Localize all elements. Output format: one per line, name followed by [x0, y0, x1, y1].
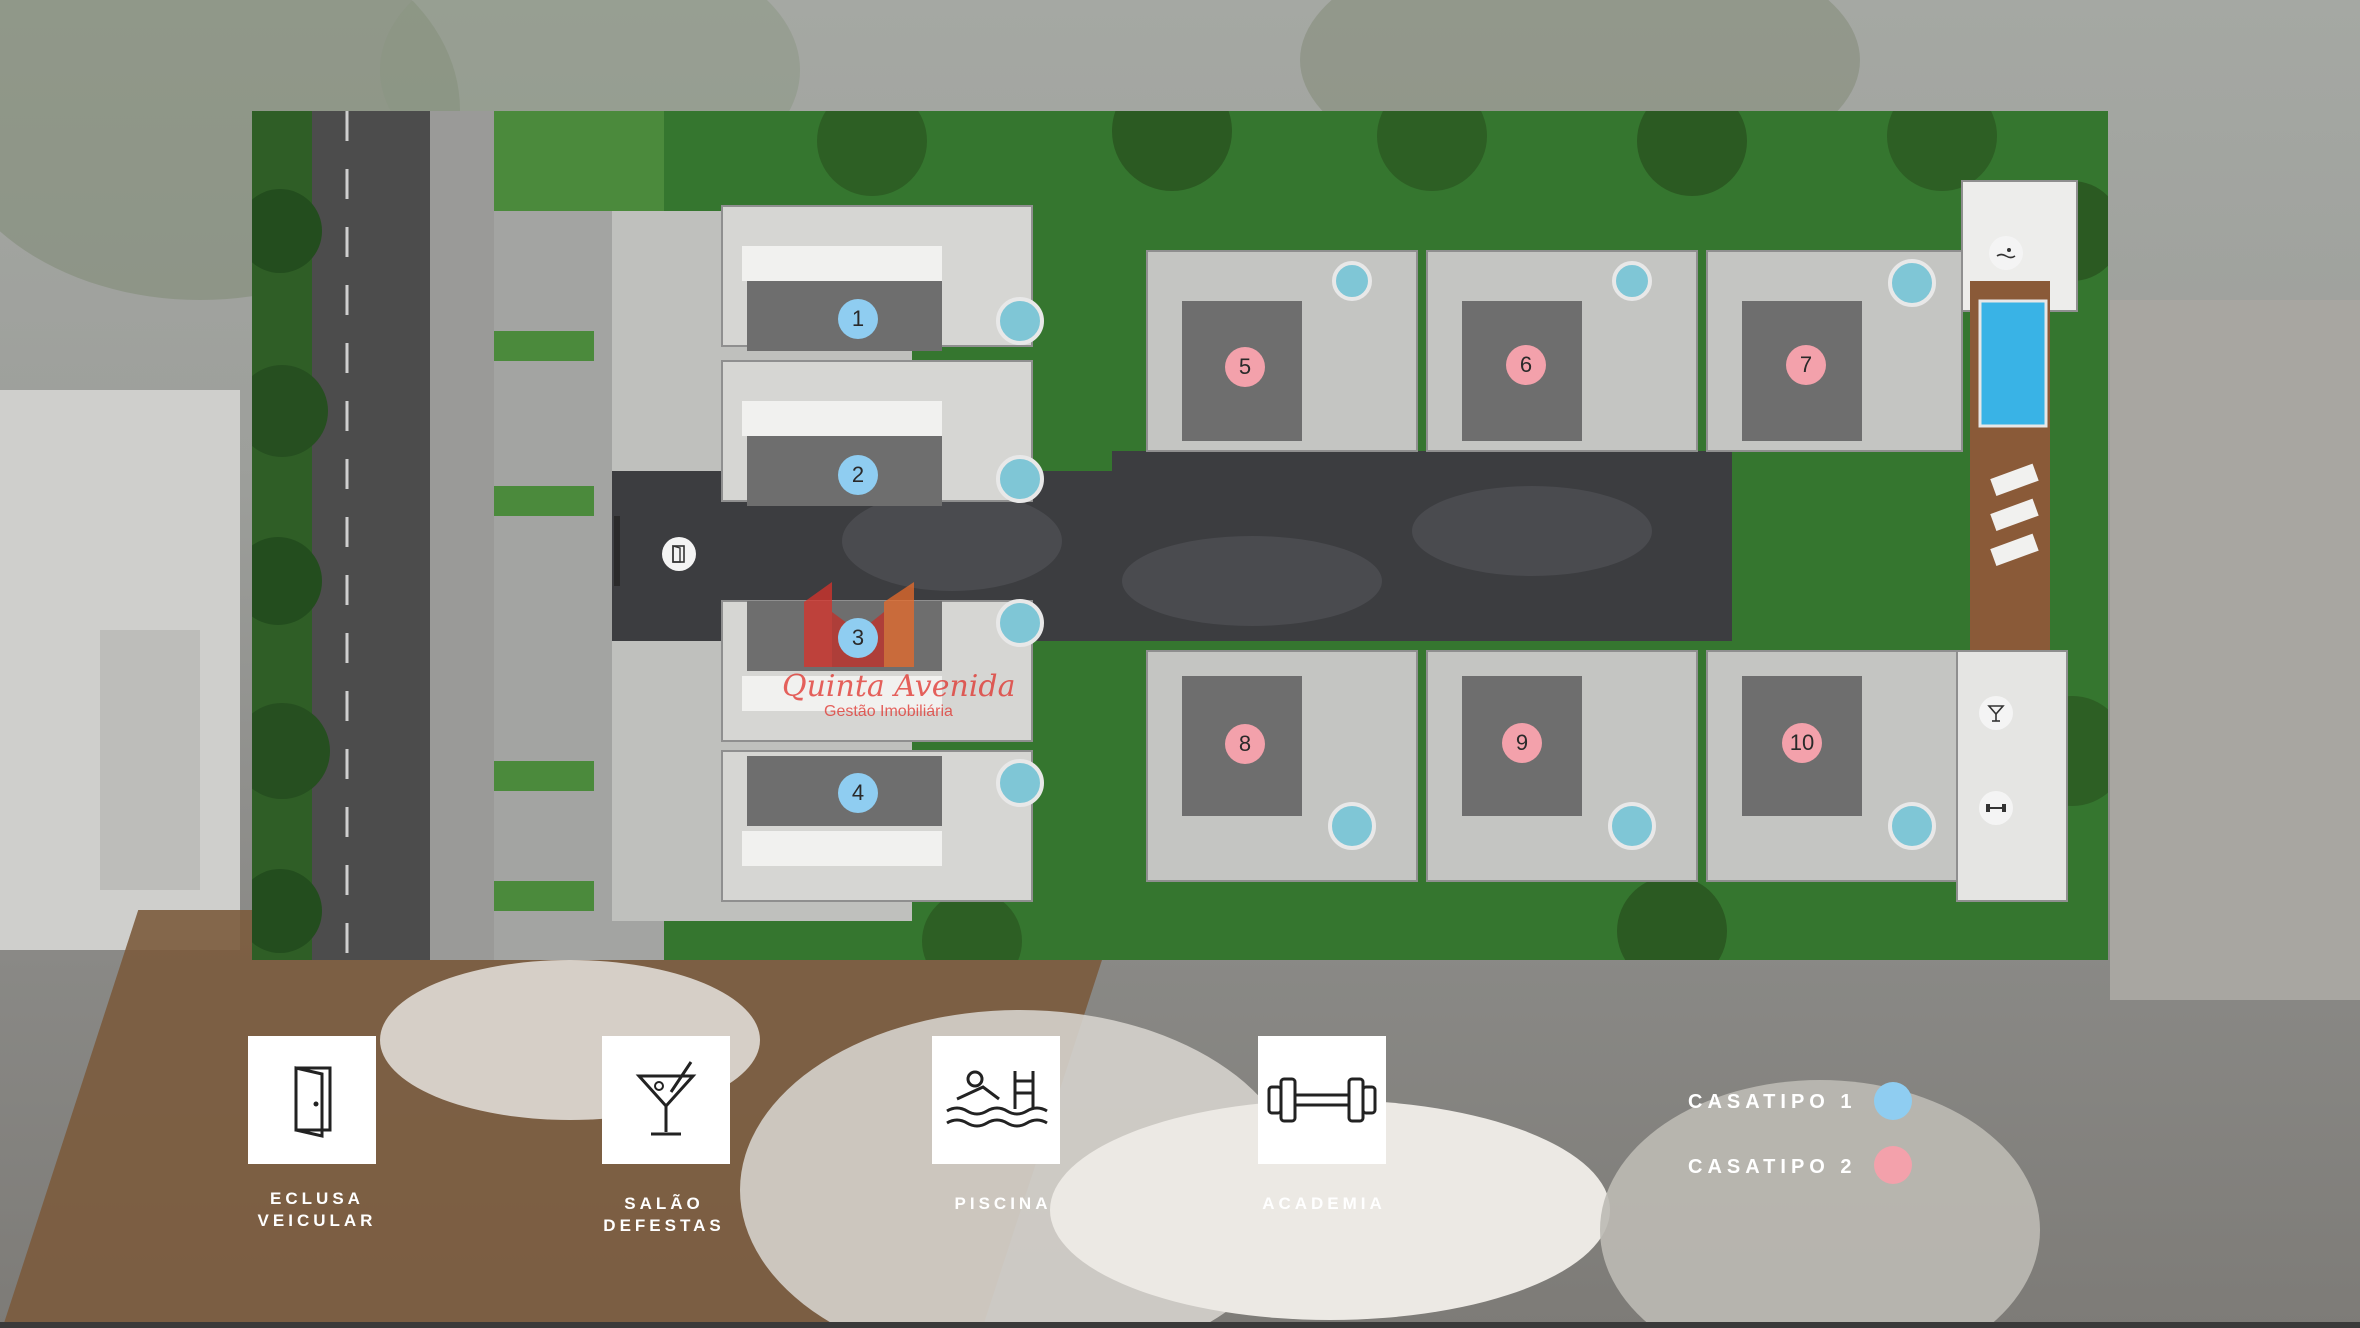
house-number: 9 [1515, 730, 1529, 755]
label-line-2: VEICULAR [257, 1211, 377, 1230]
cocktail-glass-icon [635, 1061, 697, 1136]
party-room-cocktail-icon[interactable] [1979, 696, 2013, 730]
legend-academia-label: ACADEMIA [1262, 1193, 1386, 1215]
legend-type1-dot [1874, 1082, 1912, 1120]
legend-salao-label: SALÃO DEFESTAS [603, 1193, 724, 1237]
swimmer-pool-icon [946, 1070, 1048, 1128]
gate-door-icon[interactable] [662, 537, 696, 571]
label-line-1: SALÃO [624, 1194, 704, 1213]
house-pin-2[interactable]: 2 [838, 455, 878, 495]
house-number: 3 [851, 625, 865, 650]
watermark-logo: Quinta Avenida Gestão Imobiliária [782, 577, 1015, 727]
house-number: 10 [1789, 730, 1815, 755]
house-number: 7 [1799, 352, 1813, 377]
legend-eclusa-box [248, 1036, 376, 1164]
label-line-2: DEFESTAS [603, 1216, 725, 1235]
legend-type2-label: CASATIPO 2 [1688, 1156, 1857, 1178]
house-pin-10[interactable]: 10 [1782, 723, 1822, 763]
legend-academia-box [1258, 1036, 1386, 1164]
house-pin-7[interactable]: 7 [1786, 345, 1826, 385]
legend-piscina-box [932, 1036, 1060, 1164]
legend-salao-box [602, 1036, 730, 1164]
watermark-subtitle: Gestão Imobiliária [824, 703, 953, 720]
legend-eclusa-label: ECLUSA VEICULAR [258, 1188, 377, 1232]
watermark-name: Quinta Avenida [782, 669, 1016, 704]
site-plan-map: Quinta Avenida Gestão Imobiliária 1 2 3 … [252, 111, 2108, 960]
house-pin-5[interactable]: 5 [1225, 347, 1265, 387]
label-line-1: PISCINA [954, 1194, 1052, 1213]
house-pin-9[interactable]: 9 [1502, 723, 1542, 763]
label-line-1: ECLUSA [270, 1189, 364, 1208]
door-icon [294, 1066, 332, 1138]
house-number: 2 [851, 462, 865, 487]
house-number: 5 [1238, 354, 1252, 379]
pool-swimmer-icon[interactable] [1989, 236, 2023, 270]
house-pin-8[interactable]: 8 [1225, 724, 1265, 764]
house-number: 8 [1238, 731, 1252, 756]
house-number: 1 [851, 306, 865, 331]
house-number: 4 [851, 780, 865, 805]
bottom-bar [0, 1322, 2360, 1328]
house-pin-4[interactable]: 4 [838, 773, 878, 813]
dumbbell-icon [1267, 1077, 1377, 1123]
gym-dumbbell-icon[interactable] [1979, 791, 2013, 825]
house-pin-3[interactable]: 3 [838, 618, 878, 658]
site-plan-drawing [252, 111, 2108, 960]
label-line-1: ACADEMIA [1262, 1194, 1386, 1213]
house-pin-1[interactable]: 1 [838, 299, 878, 339]
legend-type1-label: CASATIPO 1 [1688, 1091, 1857, 1113]
legend-type2-dot [1874, 1146, 1912, 1184]
house-pin-6[interactable]: 6 [1506, 345, 1546, 385]
house-number: 6 [1519, 352, 1533, 377]
legend-piscina-label: PISCINA [955, 1193, 1052, 1215]
